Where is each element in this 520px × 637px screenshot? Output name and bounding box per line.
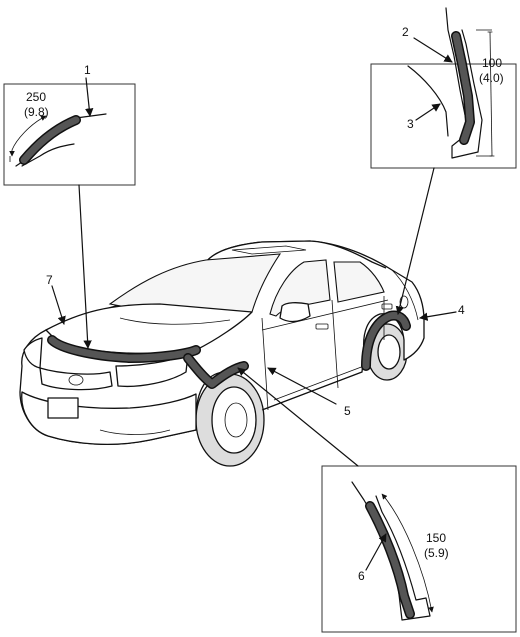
callout-5: 5 — [344, 404, 351, 418]
detail-box-2 — [370, 7, 517, 169]
dim-1-mm: 250 — [26, 90, 46, 104]
dim-2-in: (4.0) — [479, 71, 504, 85]
leader-box1-to-hood — [78, 184, 92, 349]
leader-lines — [51, 37, 457, 571]
dim-3-mm: 150 — [426, 531, 446, 545]
callout-4: 4 — [458, 303, 465, 317]
leader-fender-to-box3 — [237, 367, 359, 467]
emblem — [68, 374, 84, 386]
detail-box-1 — [3, 83, 136, 186]
license-plate — [47, 397, 79, 419]
headlight-right — [23, 337, 43, 369]
sunroof — [231, 245, 307, 255]
dim-3-in: (5.9) — [424, 546, 449, 560]
labels: 1 2 3 4 5 6 7 250 (9.8) 100 (4.0) 150 (5… — [24, 25, 504, 583]
detail-box-3 — [321, 465, 517, 633]
side-mirror — [279, 302, 311, 323]
callout-7: 7 — [46, 273, 53, 287]
callout-1: 1 — [84, 63, 91, 77]
callout-3: 3 — [407, 117, 414, 131]
dim-1-in: (9.8) — [24, 105, 49, 119]
car-illustration — [19, 240, 425, 467]
callout-2: 2 — [402, 25, 409, 39]
dim-2-mm: 100 — [482, 56, 502, 70]
callout-6: 6 — [358, 569, 365, 583]
detail-2-pillar — [445, 7, 483, 159]
rear-side-window — [333, 261, 385, 303]
leader-box2-to-rear — [395, 167, 435, 315]
headlight-left — [115, 353, 189, 388]
grille — [39, 367, 113, 391]
windshield — [108, 253, 282, 314]
